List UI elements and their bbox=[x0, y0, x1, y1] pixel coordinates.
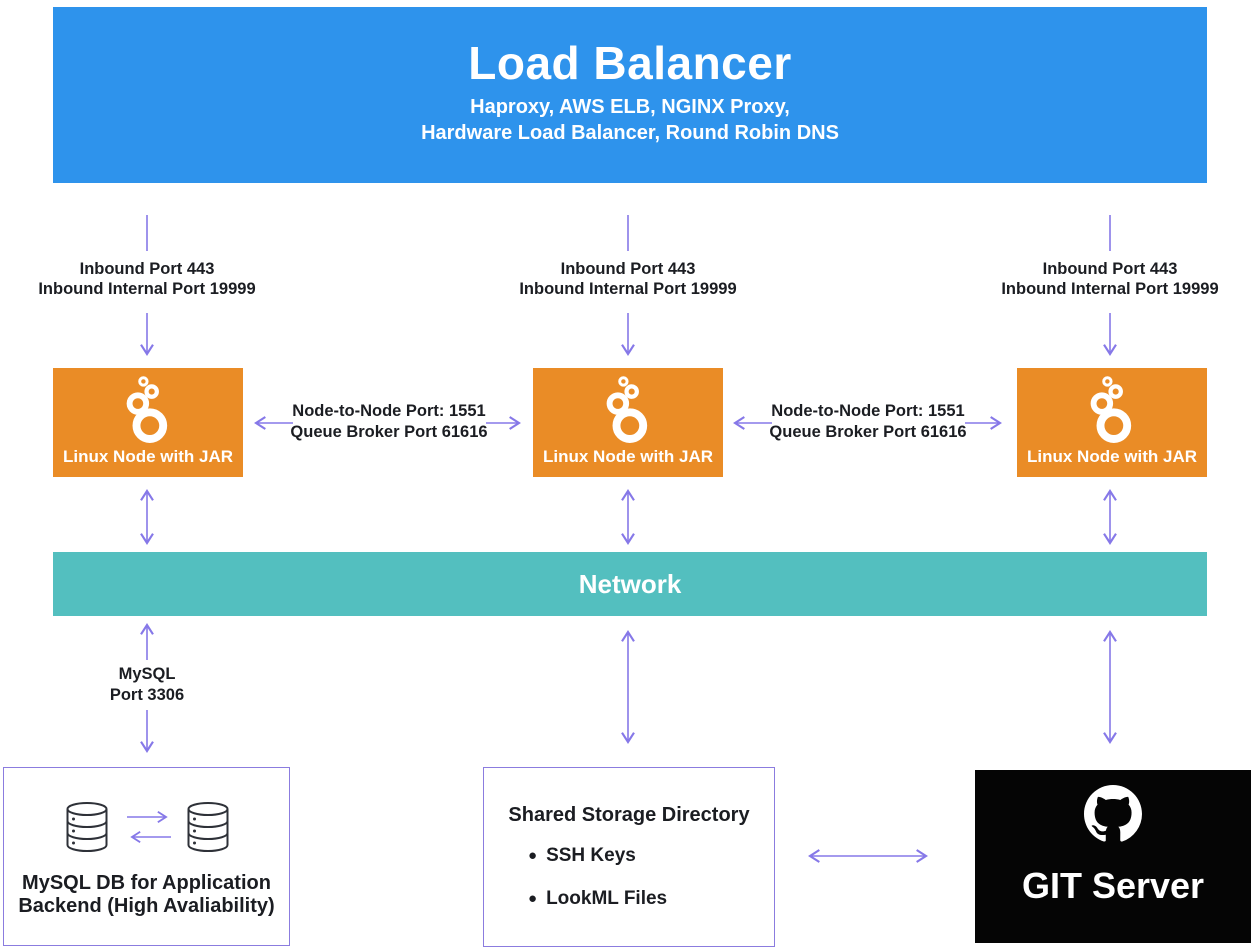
node-link-line2: Queue Broker Port 61616 bbox=[769, 423, 967, 441]
mysql-port-line2: Port 3306 bbox=[109, 686, 185, 704]
bullet-icon: ● bbox=[528, 847, 538, 864]
linux-node-box-right: Linux Node with JAR bbox=[1017, 368, 1207, 477]
node-link-line2: Queue Broker Port 61616 bbox=[290, 423, 488, 441]
mysql-port-label: MySQL Port 3306 bbox=[37, 664, 257, 706]
inbound-ports-label-left: Inbound Port 443 Inbound Internal Port 1… bbox=[7, 259, 287, 299]
node-link-line1: Node-to-Node Port: 1551 bbox=[771, 402, 965, 420]
shared-storage-box: Shared Storage Directory ● SSH Keys ● Look… bbox=[483, 767, 775, 947]
database-cylinder-icon bbox=[66, 802, 108, 853]
load-balancer-subtitle-line2: Hardware Load Balancer, Round Robin DNS bbox=[421, 122, 839, 144]
linux-node-label: Linux Node with JAR bbox=[1027, 447, 1197, 466]
network-label: Network bbox=[578, 568, 682, 599]
inbound-ports-label-middle: Inbound Port 443 Inbound Internal Port 1… bbox=[488, 259, 768, 299]
inbound-port-line2: Inbound Internal Port 19999 bbox=[38, 280, 256, 298]
inbound-port-line1: Inbound Port 443 bbox=[1042, 260, 1178, 278]
mysql-db-caption: MySQL DB for Application Backend (High A… bbox=[4, 872, 289, 918]
linux-node-label: Linux Node with JAR bbox=[63, 447, 233, 466]
git-server-label: GIT Server bbox=[1021, 865, 1205, 906]
linux-node-label: Linux Node with JAR bbox=[543, 447, 713, 466]
storage-item-lookml-files: ● LookML Files bbox=[528, 888, 667, 910]
bullet-icon: ● bbox=[528, 890, 538, 907]
network-bar: Network bbox=[53, 552, 1207, 616]
load-balancer-title: Load Balancer bbox=[468, 37, 792, 89]
shared-storage-title: Shared Storage Directory bbox=[508, 804, 750, 826]
linux-node-box-left: Linux Node with JAR bbox=[53, 368, 243, 477]
node-link-label-left: Node-to-Node Port: 1551 Queue Broker Por… bbox=[269, 401, 509, 443]
looker-bubbles-icon bbox=[1090, 376, 1132, 443]
node-link-line1: Node-to-Node Port: 1551 bbox=[292, 402, 486, 420]
mysql-db-box: MySQL DB for Application Backend (High A… bbox=[3, 767, 290, 946]
inbound-port-line2: Inbound Internal Port 19999 bbox=[1001, 280, 1219, 298]
storage-item-label: LookML Files bbox=[546, 888, 668, 909]
looker-bubbles-icon bbox=[606, 376, 648, 443]
database-cylinder-icon bbox=[187, 802, 229, 853]
looker-bubbles-icon bbox=[126, 376, 168, 443]
git-server-box: GIT Server bbox=[975, 770, 1251, 943]
github-octocat-icon bbox=[1084, 785, 1142, 842]
storage-item-ssh-keys: ● SSH Keys bbox=[528, 845, 636, 867]
mysql-db-caption-line2: Backend (High Avaliability) bbox=[18, 895, 275, 917]
inbound-port-line2: Inbound Internal Port 19999 bbox=[519, 280, 737, 298]
inbound-port-line1: Inbound Port 443 bbox=[79, 260, 215, 278]
inbound-ports-label-right: Inbound Port 443 Inbound Internal Port 1… bbox=[970, 259, 1250, 299]
linux-node-box-middle: Linux Node with JAR bbox=[533, 368, 723, 477]
storage-item-label: SSH Keys bbox=[546, 845, 636, 866]
inbound-port-line1: Inbound Port 443 bbox=[560, 260, 696, 278]
node-link-label-right: Node-to-Node Port: 1551 Queue Broker Por… bbox=[748, 401, 988, 443]
mysql-port-line1: MySQL bbox=[118, 665, 176, 683]
load-balancer-box: Load Balancer Haproxy, AWS ELB, NGINX Pr… bbox=[53, 7, 1207, 183]
load-balancer-subtitle: Haproxy, AWS ELB, NGINX Proxy, Hardware … bbox=[421, 94, 839, 146]
replication-arrows-icon bbox=[127, 810, 171, 844]
load-balancer-subtitle-line1: Haproxy, AWS ELB, NGINX Proxy, bbox=[470, 96, 790, 118]
mysql-db-caption-line1: MySQL DB for Application bbox=[22, 872, 271, 894]
